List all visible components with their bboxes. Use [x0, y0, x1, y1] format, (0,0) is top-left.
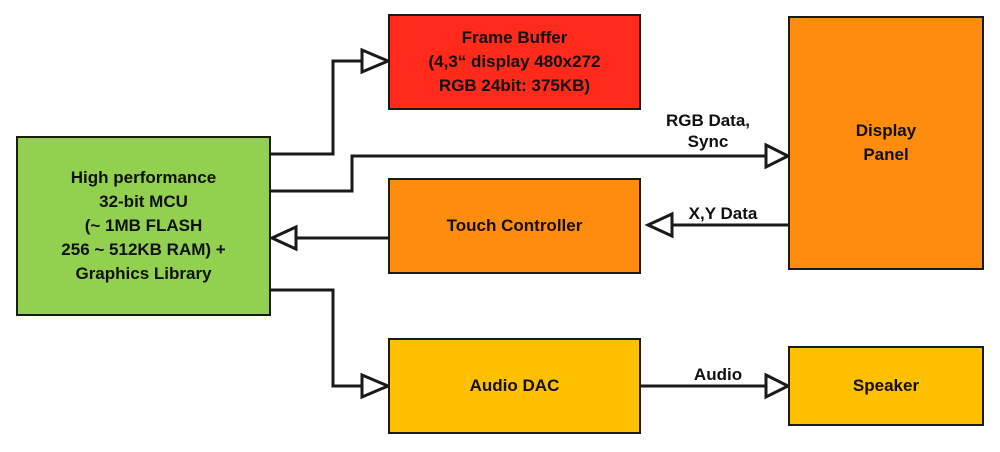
- mcu-label-line: 32-bit MCU: [99, 192, 188, 211]
- xy-data-label-text: X,Y Data: [688, 204, 758, 223]
- display-panel-label-line: Display: [855, 121, 917, 140]
- audio-dac-block: Audio DAC: [388, 338, 641, 434]
- frame-buffer-label-line: (4,3“ display 480x272: [428, 52, 601, 71]
- mcu-label-line: High performance: [70, 168, 217, 187]
- touch-controller-label: Touch Controller: [446, 216, 583, 235]
- frame-buffer-block: Frame Buffer (4,3“ display 480x272 RGB 2…: [388, 14, 641, 110]
- mcu-label-line: Graphics Library: [75, 264, 212, 283]
- rgb-sync-label: RGB Data, Sync: [648, 110, 768, 152]
- speaker-block: Speaker: [788, 346, 984, 426]
- xy-data-label: X,Y Data: [668, 203, 778, 224]
- wire-mcu-to-frame-buffer: [271, 59, 362, 156]
- arrowhead-display-panel: [764, 142, 792, 170]
- arrowhead-frame-buffer: [360, 47, 392, 75]
- speaker-label: Speaker: [852, 376, 920, 395]
- rgb-sync-label-line: RGB Data,: [665, 111, 751, 130]
- arrowhead-touch-controller: [644, 211, 674, 239]
- arrowhead-mcu: [268, 224, 298, 252]
- mcu-label-line: 256 ~ 512KB RAM) +: [61, 240, 226, 259]
- frame-buffer-label-line: Frame Buffer: [461, 28, 568, 47]
- display-panel-label-line: Panel: [863, 145, 909, 164]
- wire-mcu-to-audio-dac: [271, 288, 362, 388]
- display-panel-block: Display Panel: [788, 16, 984, 270]
- audio-label: Audio: [668, 364, 768, 385]
- arrowhead-audio-dac: [360, 372, 392, 400]
- audio-label-text: Audio: [693, 365, 743, 384]
- frame-buffer-label-line: RGB 24bit: 375KB): [438, 76, 591, 95]
- mcu-block: High performance 32-bit MCU (~ 1MB FLASH…: [16, 136, 271, 316]
- rgb-sync-label-line: Sync: [687, 132, 729, 151]
- touch-controller-block: Touch Controller: [388, 178, 641, 274]
- audio-dac-label: Audio DAC: [469, 376, 560, 395]
- arrowhead-speaker: [764, 372, 792, 400]
- wire-mcu-to-display-panel: [271, 154, 766, 193]
- mcu-label-line: (~ 1MB FLASH: [84, 216, 203, 235]
